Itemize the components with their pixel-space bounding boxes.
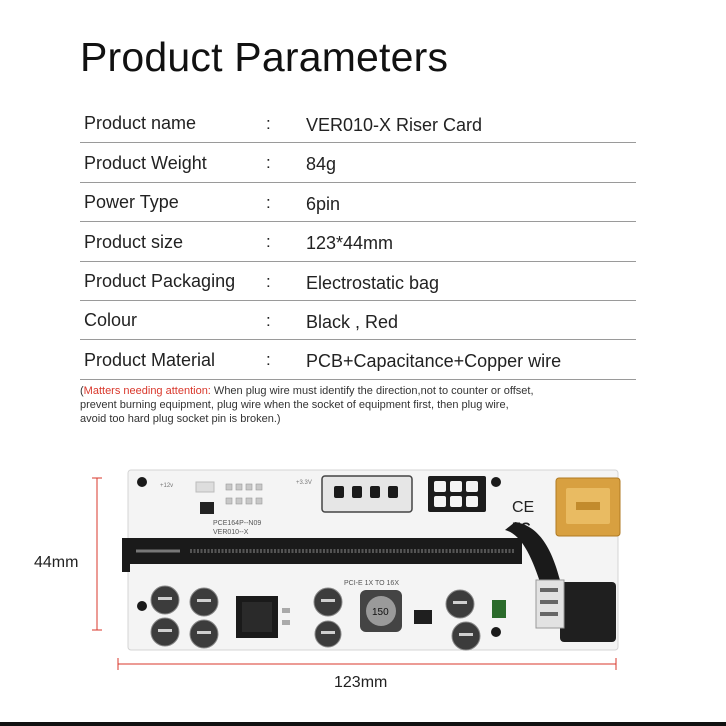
param-value: PCB+Capacitance+Copper wire xyxy=(306,351,562,372)
param-separator: : xyxy=(266,114,271,133)
param-label: Product Weight xyxy=(84,152,207,173)
param-value: 84g xyxy=(306,154,337,175)
slot-label: PCI-E 1X TO 16X xyxy=(344,580,399,587)
param-row: Power Type : 6pin xyxy=(80,183,636,223)
status-led xyxy=(492,600,506,618)
pcie-16x-slot xyxy=(122,538,522,564)
board-version-label: VER010--X xyxy=(213,529,249,536)
mounting-hole xyxy=(137,601,147,611)
v33-label: +3.3V xyxy=(296,480,312,486)
mounting-hole xyxy=(137,477,147,487)
param-label: Product Material xyxy=(84,349,216,370)
led-chip xyxy=(200,502,214,514)
param-row: Product Packaging : Electrostatic bag xyxy=(80,262,636,301)
note-highlight: Matters needing attention: xyxy=(83,385,211,397)
param-separator: : xyxy=(266,310,271,330)
bottom-border xyxy=(0,722,726,726)
param-separator: : xyxy=(266,271,271,291)
param-row: Product Material : PCB+Capacitance+Coppe… xyxy=(80,340,636,380)
param-row: Product Weight : 84g xyxy=(80,143,636,183)
param-label: Product size xyxy=(84,231,184,252)
param-separator: : xyxy=(266,232,271,252)
note-open-paren: ( xyxy=(80,385,84,397)
height-dimension-label: 44mm xyxy=(34,554,79,571)
note-line-2: prevent burning equipment, plug wire whe… xyxy=(80,399,509,411)
riser-card-drawing: +12v PCE164P--N09 VER010--X +3.3V PCI-E … xyxy=(92,469,621,670)
param-label: Colour xyxy=(84,310,138,331)
page-title: Product Parameters xyxy=(80,34,449,80)
cable-plug xyxy=(560,582,616,642)
product-illustration: 44mm 123mm +12v PCE164P--N09 VER0 xyxy=(0,462,726,702)
param-value: 6pin xyxy=(306,193,341,214)
param-label: Product Packaging xyxy=(84,270,236,291)
param-separator: : xyxy=(266,192,271,212)
note-line-1: When plug wire must identify the directi… xyxy=(210,385,534,397)
param-separator: : xyxy=(266,153,271,173)
param-value: Electrostatic bag xyxy=(306,272,440,293)
param-value: Black , Red xyxy=(306,311,399,332)
note-line-3: avoid too hard plug socket pin is broken… xyxy=(80,413,281,425)
param-value: 123*44mm xyxy=(306,233,394,254)
mounting-hole xyxy=(491,627,501,637)
param-label: Power Type xyxy=(84,192,179,213)
param-label: Product name xyxy=(84,113,197,134)
inductor-value: 150 xyxy=(372,607,389,618)
ce-mark: CE xyxy=(512,499,534,516)
param-row: Product name : VER010-X Riser Card xyxy=(80,104,636,144)
param-row: Product size : 123*44mm xyxy=(80,222,636,262)
capacitors xyxy=(150,585,481,651)
small-ic xyxy=(414,610,432,624)
v12-label: +12v xyxy=(160,483,173,489)
board-model-label: PCE164P--N09 xyxy=(213,520,261,527)
width-dimension-label: 123mm xyxy=(334,674,388,691)
param-value: VER010-X Riser Card xyxy=(306,115,483,135)
molex-connector xyxy=(321,475,413,513)
parameter-table: Product name : VER010-X Riser Card Produ… xyxy=(80,104,636,380)
param-separator: : xyxy=(266,350,271,370)
param-row: Colour : Black , Red xyxy=(80,301,636,341)
attention-note: (Matters needing attention: When plug wi… xyxy=(80,384,620,426)
width-dimension-marker xyxy=(117,658,617,670)
height-dimension-marker xyxy=(92,477,102,631)
mounting-hole xyxy=(491,477,501,487)
